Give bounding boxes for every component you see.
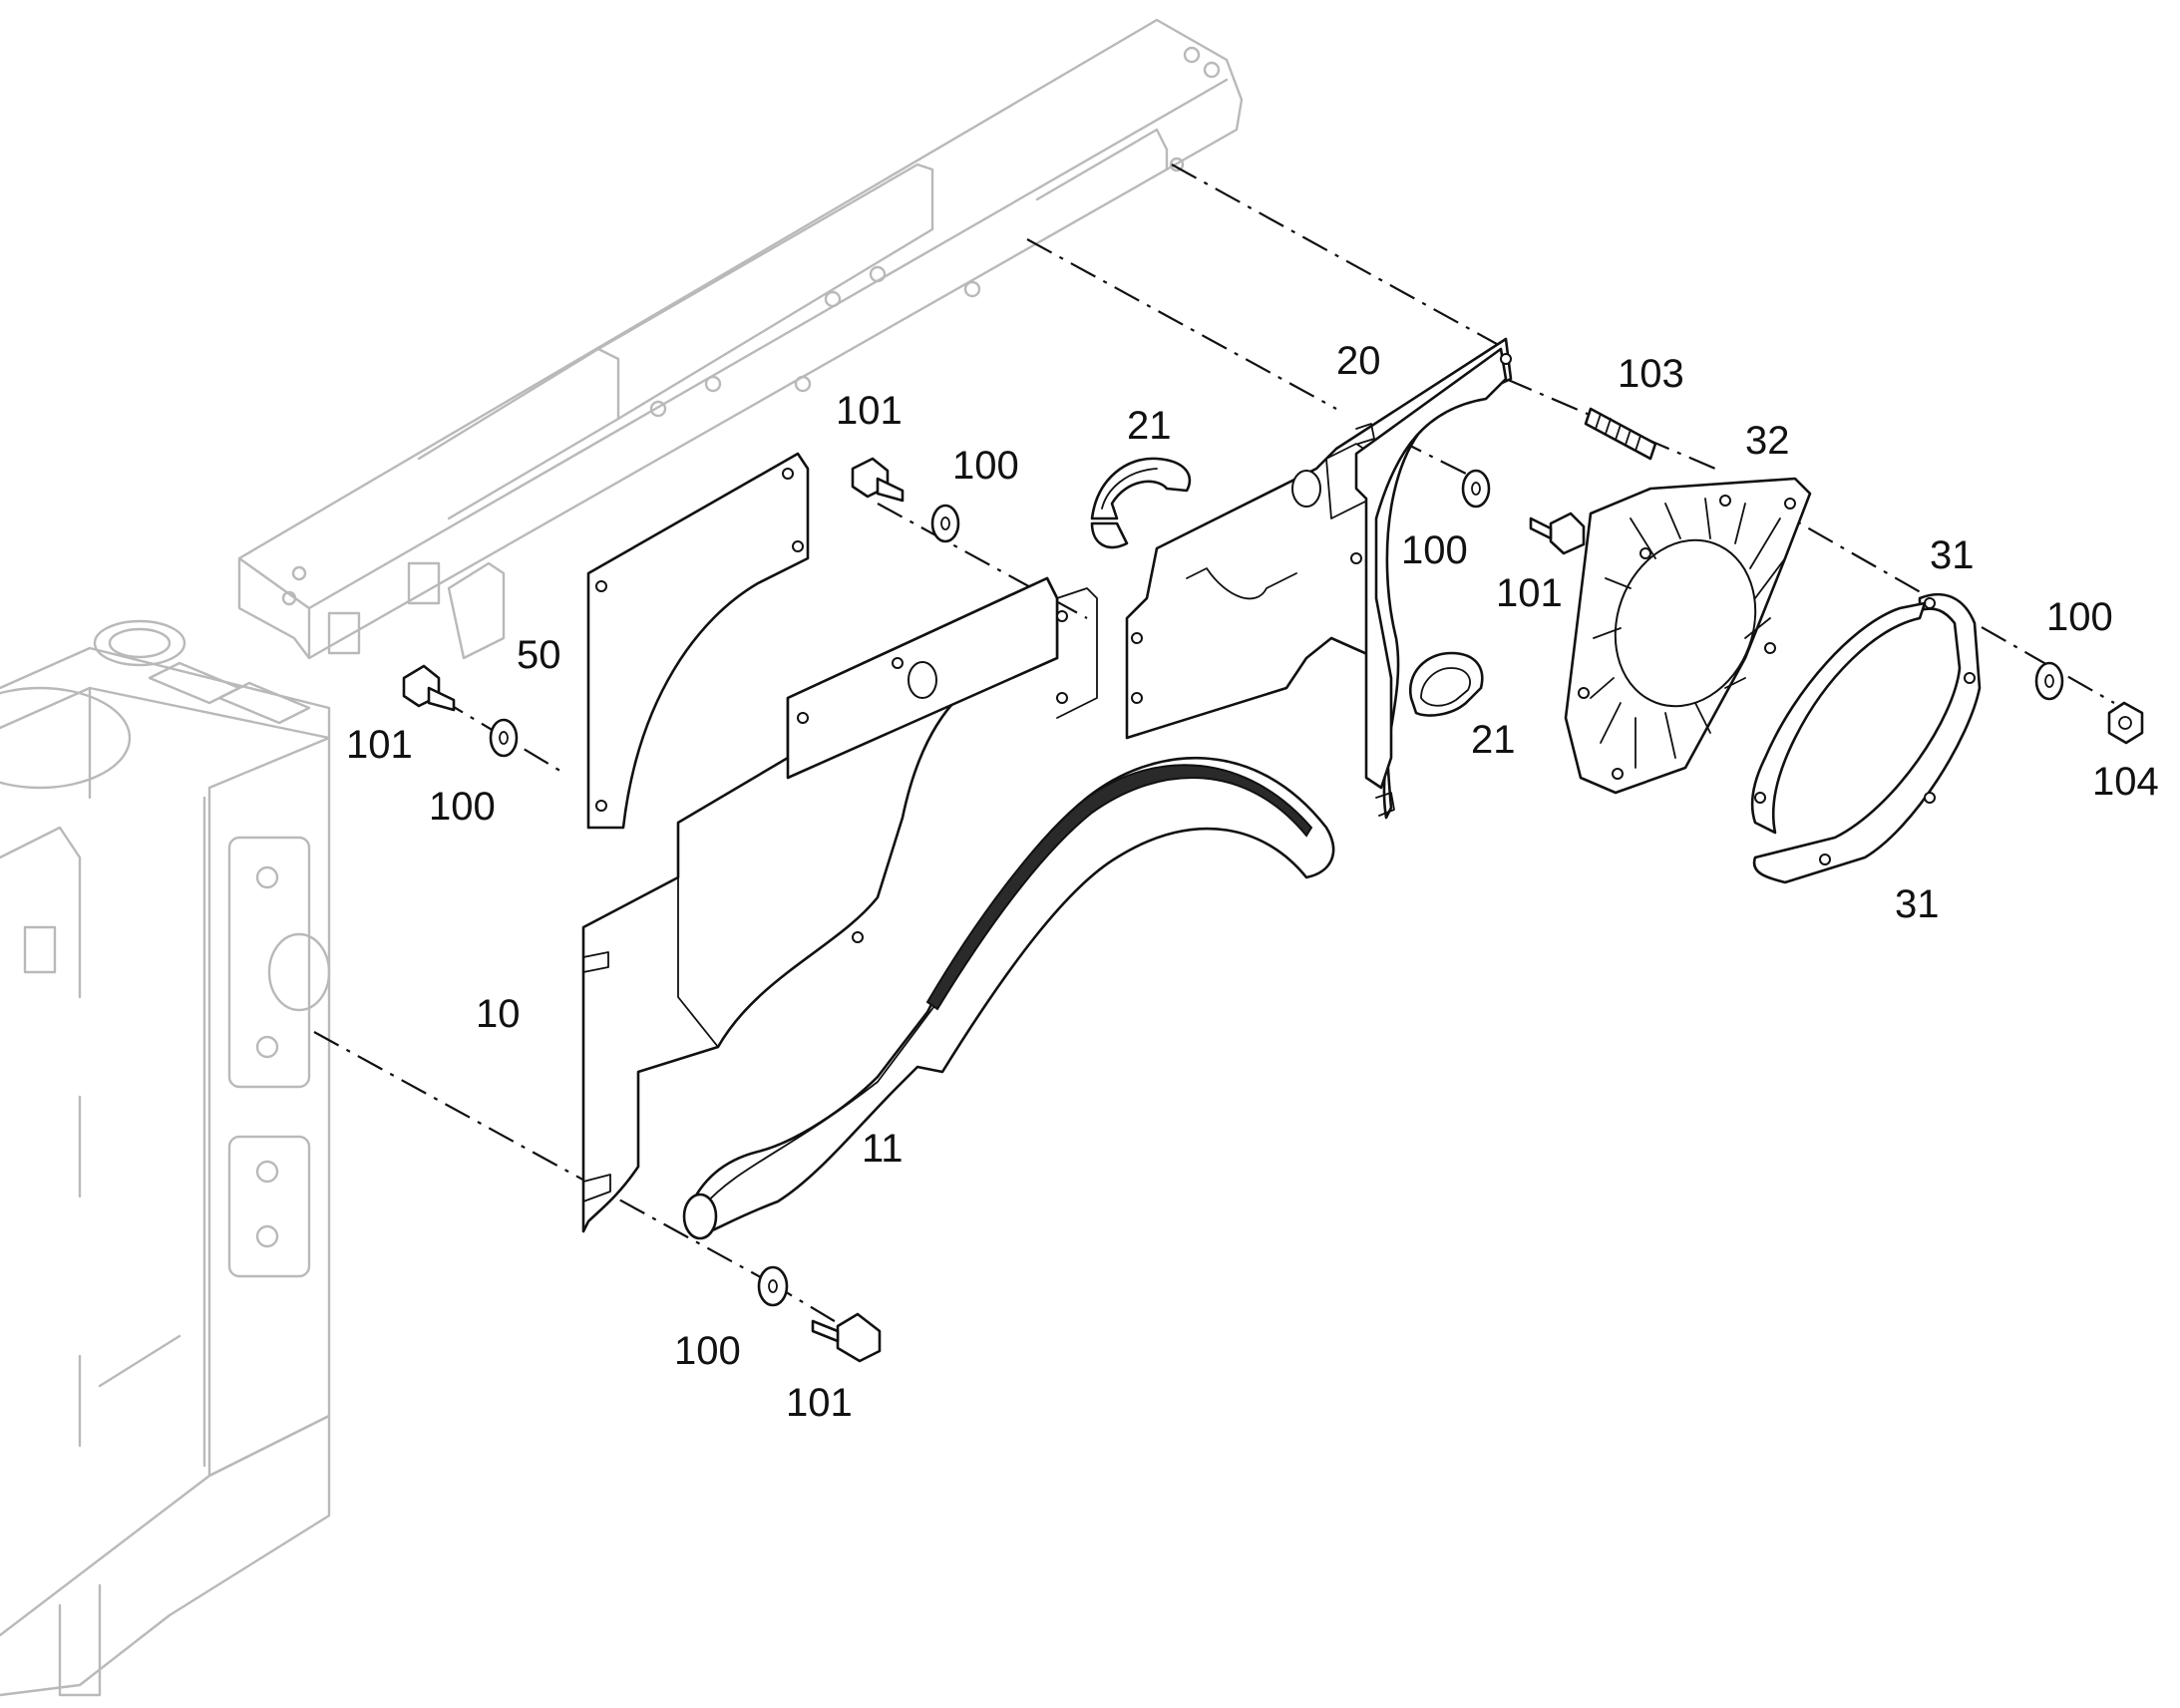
callout-100-upper-left: 100: [952, 444, 1019, 488]
bolt-101-left: [402, 664, 456, 712]
part-50-cover-plate: [586, 452, 810, 830]
callout-101-bottom: 101: [786, 1381, 853, 1425]
callout-104: 104: [2092, 760, 2159, 804]
callout-21-upper: 21: [1127, 404, 1172, 448]
part-10-baffle-panel: [581, 576, 1098, 1233]
callout-31-upper: 31: [1930, 533, 1975, 577]
part-20-shroud-panel: [1125, 337, 1513, 820]
frame-rail-ghost: [237, 18, 1244, 660]
callout-100-bottom: 100: [674, 1329, 741, 1373]
fan-ring-spokes: [1590, 498, 1786, 769]
callout-20: 20: [1336, 339, 1381, 383]
callout-11: 11: [862, 1127, 904, 1171]
callout-103: 103: [1618, 352, 1684, 396]
callout-32: 32: [1745, 419, 1790, 463]
washer-100-bottom: [757, 1265, 789, 1307]
nut-104: [2107, 701, 2144, 745]
callout-100-left: 100: [429, 785, 496, 829]
callout-101-mid-right: 101: [1496, 571, 1563, 615]
washer-100-mid-right: [1461, 469, 1491, 509]
washer-100-far-right: [2034, 661, 2064, 701]
bolt-101-mid-right: [1529, 512, 1586, 555]
callout-100-far-right: 100: [2046, 595, 2113, 639]
part-11-seal-strip: [682, 756, 1335, 1240]
bolt-101-bottom: [811, 1312, 882, 1363]
callout-31-lower: 31: [1895, 882, 1940, 926]
washer-100-left: [489, 718, 519, 758]
stud-103: [1584, 407, 1657, 461]
part-21-grommet-lower: [1408, 651, 1484, 717]
callout-labels: 10 11 20 21 21 31 31 32 50 100 100 100 1…: [346, 339, 2159, 1425]
bolt-101-upper-left: [851, 457, 905, 503]
part-31-ring-lower: [1750, 601, 1927, 835]
callout-21-lower: 21: [1471, 718, 1516, 762]
part-31-ring-upper: [1752, 592, 1982, 884]
part-32-fan-ring: [1564, 477, 1812, 795]
callout-10: 10: [476, 992, 521, 1036]
callout-101-left: 101: [346, 723, 413, 767]
radiator-housing-ghost: [0, 619, 331, 1697]
washer-100-upper-left: [930, 504, 960, 543]
callout-50: 50: [517, 633, 561, 677]
callout-100-mid-right: 100: [1401, 528, 1468, 572]
part-21-grommet-upper: [1090, 457, 1192, 549]
callout-101-upper-left: 101: [836, 389, 903, 433]
